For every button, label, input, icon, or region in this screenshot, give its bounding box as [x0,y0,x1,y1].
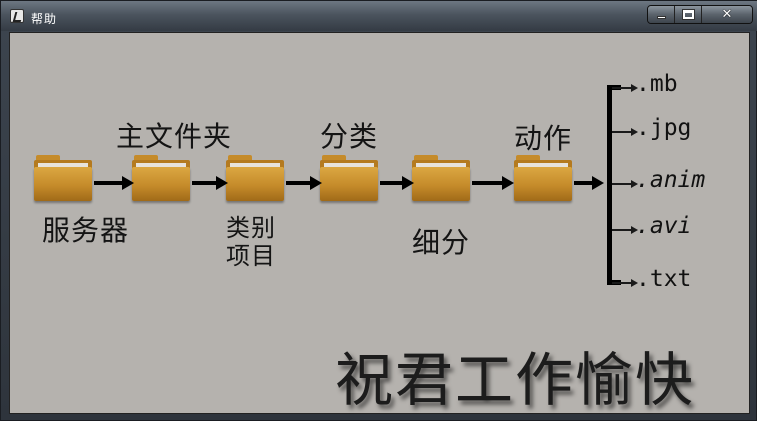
minimize-button[interactable] [648,6,675,23]
arrow-right-icon [192,176,228,190]
help-diagram: 服务器 主文件夹 类别 项目 分类 细分 动作 .mb .jpg .anim .… [9,32,750,414]
ext-jpg: .jpg [636,115,692,141]
folder-icon [412,155,470,203]
window-title: 帮助 [31,12,58,26]
minimize-icon [656,16,666,19]
folder-icon [514,155,572,203]
ext-avi: .avi [636,213,692,239]
arrow-right-icon [574,176,604,190]
bracket-line [607,85,612,285]
label-category-item-line2: 项目 [226,242,276,270]
ext-txt: .txt [636,266,692,292]
arrow-right-icon [612,226,638,234]
label-subdivide: 细分 [412,226,471,259]
ext-mb: .mb [636,71,678,97]
app-icon [10,9,24,23]
maximize-icon [681,9,695,20]
folder-icon [34,155,92,203]
label-main-folder: 主文件夹 [116,120,233,153]
label-server: 服务器 [42,214,130,247]
label-category: 分类 [320,120,379,153]
folder-icon [226,155,284,203]
window-controls: ✕ [647,5,753,24]
folder-icon [132,155,190,203]
arrow-right-icon [286,176,322,190]
title-bar[interactable]: 帮助 ✕ [1,1,757,31]
arrow-right-icon [612,84,638,92]
arrow-right-icon [380,176,414,190]
close-icon: ✕ [721,7,733,22]
label-category-item-line1: 类别 [226,214,276,242]
folder-icon [320,155,378,203]
arrow-right-icon [612,180,638,188]
arrow-right-icon [94,176,134,190]
slogan-text: 祝君工作愉快 [335,346,696,414]
ext-anim: .anim [636,167,706,193]
maximize-button[interactable] [675,6,702,23]
label-action: 动作 [514,122,573,155]
arrow-right-icon [612,279,638,287]
close-button[interactable]: ✕ [702,6,752,23]
arrow-right-icon [472,176,514,190]
arrow-right-icon [612,128,638,136]
